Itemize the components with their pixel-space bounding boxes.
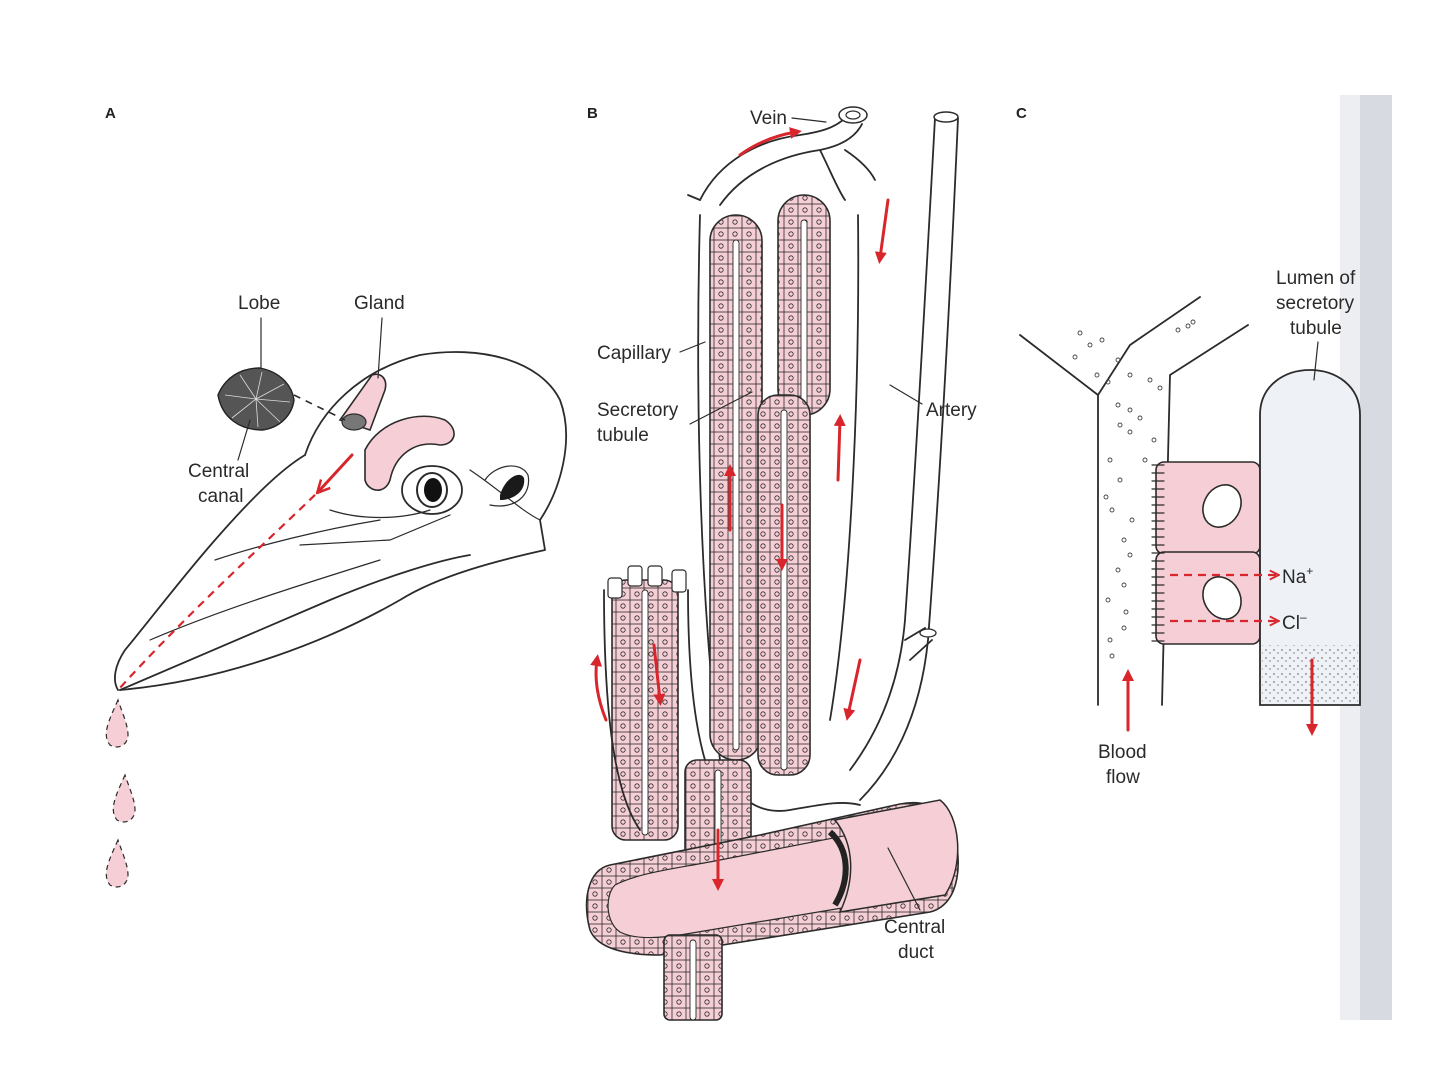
label-capillary: Capillary xyxy=(597,343,671,364)
vein-leader xyxy=(791,117,827,123)
capillary-leader xyxy=(679,341,706,353)
arrow-artery-down-2 xyxy=(843,658,862,721)
label-central-canal-2: canal xyxy=(198,486,243,507)
label-lumen-3: tubule xyxy=(1290,318,1342,339)
tubule-lumen xyxy=(1259,369,1361,706)
lower-beak xyxy=(119,554,471,691)
panel-c-letter: C xyxy=(1016,105,1027,122)
label-secretory-tubule-1: Secretory xyxy=(597,400,679,421)
label-lobe: Lobe xyxy=(238,293,280,314)
drop-3 xyxy=(105,838,129,888)
lobe-connector xyxy=(293,394,346,421)
duct-outflow-lumen xyxy=(689,939,697,1021)
label-na: Na+ xyxy=(1282,564,1313,588)
canal-path xyxy=(117,484,326,691)
panel-b: B xyxy=(585,105,977,1021)
arrow-tubule-down-2 xyxy=(652,643,666,706)
label-central-duct-2: duct xyxy=(898,942,935,963)
ear-opening xyxy=(500,474,525,500)
nucleus-lower xyxy=(1202,576,1242,620)
artery-branch-end xyxy=(919,628,937,638)
central-duct-tube xyxy=(833,799,959,913)
artery-opening xyxy=(933,111,959,123)
drop-2 xyxy=(112,773,136,823)
ear-outline xyxy=(484,465,530,507)
blood-particles xyxy=(1072,319,1196,659)
artery-leader xyxy=(889,384,923,405)
label-lumen-1: Lumen of xyxy=(1276,268,1356,289)
label-secretory-tubule-2: tubule xyxy=(597,425,649,446)
duct-lumen-shadow xyxy=(827,829,849,907)
label-cl: Cl– xyxy=(1282,610,1307,634)
vein xyxy=(699,117,863,206)
canal-arrow xyxy=(318,453,354,492)
artery xyxy=(849,117,959,801)
panel-a-letter: A xyxy=(105,105,116,122)
gland-end xyxy=(341,413,367,431)
tubule-4-tops xyxy=(607,565,687,599)
label-lumen-2: secretory xyxy=(1276,293,1355,314)
drop-1 xyxy=(105,698,129,748)
label-vein: Vein xyxy=(750,108,787,129)
arrow-capillary-up-3 xyxy=(590,654,608,722)
tubule-2-lumen xyxy=(800,219,808,406)
label-blood-flow-1: Blood xyxy=(1098,742,1147,763)
upper-beak xyxy=(114,454,306,691)
label-blood-flow-2: flow xyxy=(1106,767,1140,788)
tubule-1-lumen xyxy=(732,239,740,751)
beak-ridge xyxy=(149,519,381,641)
basal-infoldings xyxy=(1151,464,1165,642)
panel-b-letter: B xyxy=(587,105,598,122)
skull-outline xyxy=(119,351,567,691)
panel-c: C xyxy=(1016,95,1392,1020)
vein-lumen xyxy=(845,110,861,120)
label-central-canal-1: Central xyxy=(188,461,249,482)
label-gland: Gland xyxy=(354,293,405,314)
label-central-duct-1: Central xyxy=(884,917,945,938)
vein-branches xyxy=(687,149,876,201)
secretory-leader xyxy=(689,391,753,425)
pupil xyxy=(424,478,442,502)
duct-leader xyxy=(887,847,921,911)
nucleus-upper xyxy=(1202,484,1242,528)
eye-socket xyxy=(401,465,463,515)
lumen-leader xyxy=(1313,341,1319,381)
lobe-radial-lines xyxy=(224,371,291,428)
gland-leader xyxy=(377,317,383,379)
salt-drops xyxy=(105,698,136,888)
tubule-salt-fluid xyxy=(1262,645,1358,703)
tubule-3-lumen xyxy=(780,409,788,771)
tubule-4-lumen xyxy=(641,589,649,836)
panel-a: A xyxy=(105,105,567,888)
arrow-vein xyxy=(738,127,802,157)
arrow-capillary-up-2 xyxy=(833,414,846,482)
gland-crescent xyxy=(364,415,455,491)
page-edge-shadow xyxy=(1360,95,1392,1020)
canal-leader xyxy=(237,419,251,461)
label-artery: Artery xyxy=(926,400,977,421)
arrow-artery-down-1 xyxy=(874,198,890,264)
